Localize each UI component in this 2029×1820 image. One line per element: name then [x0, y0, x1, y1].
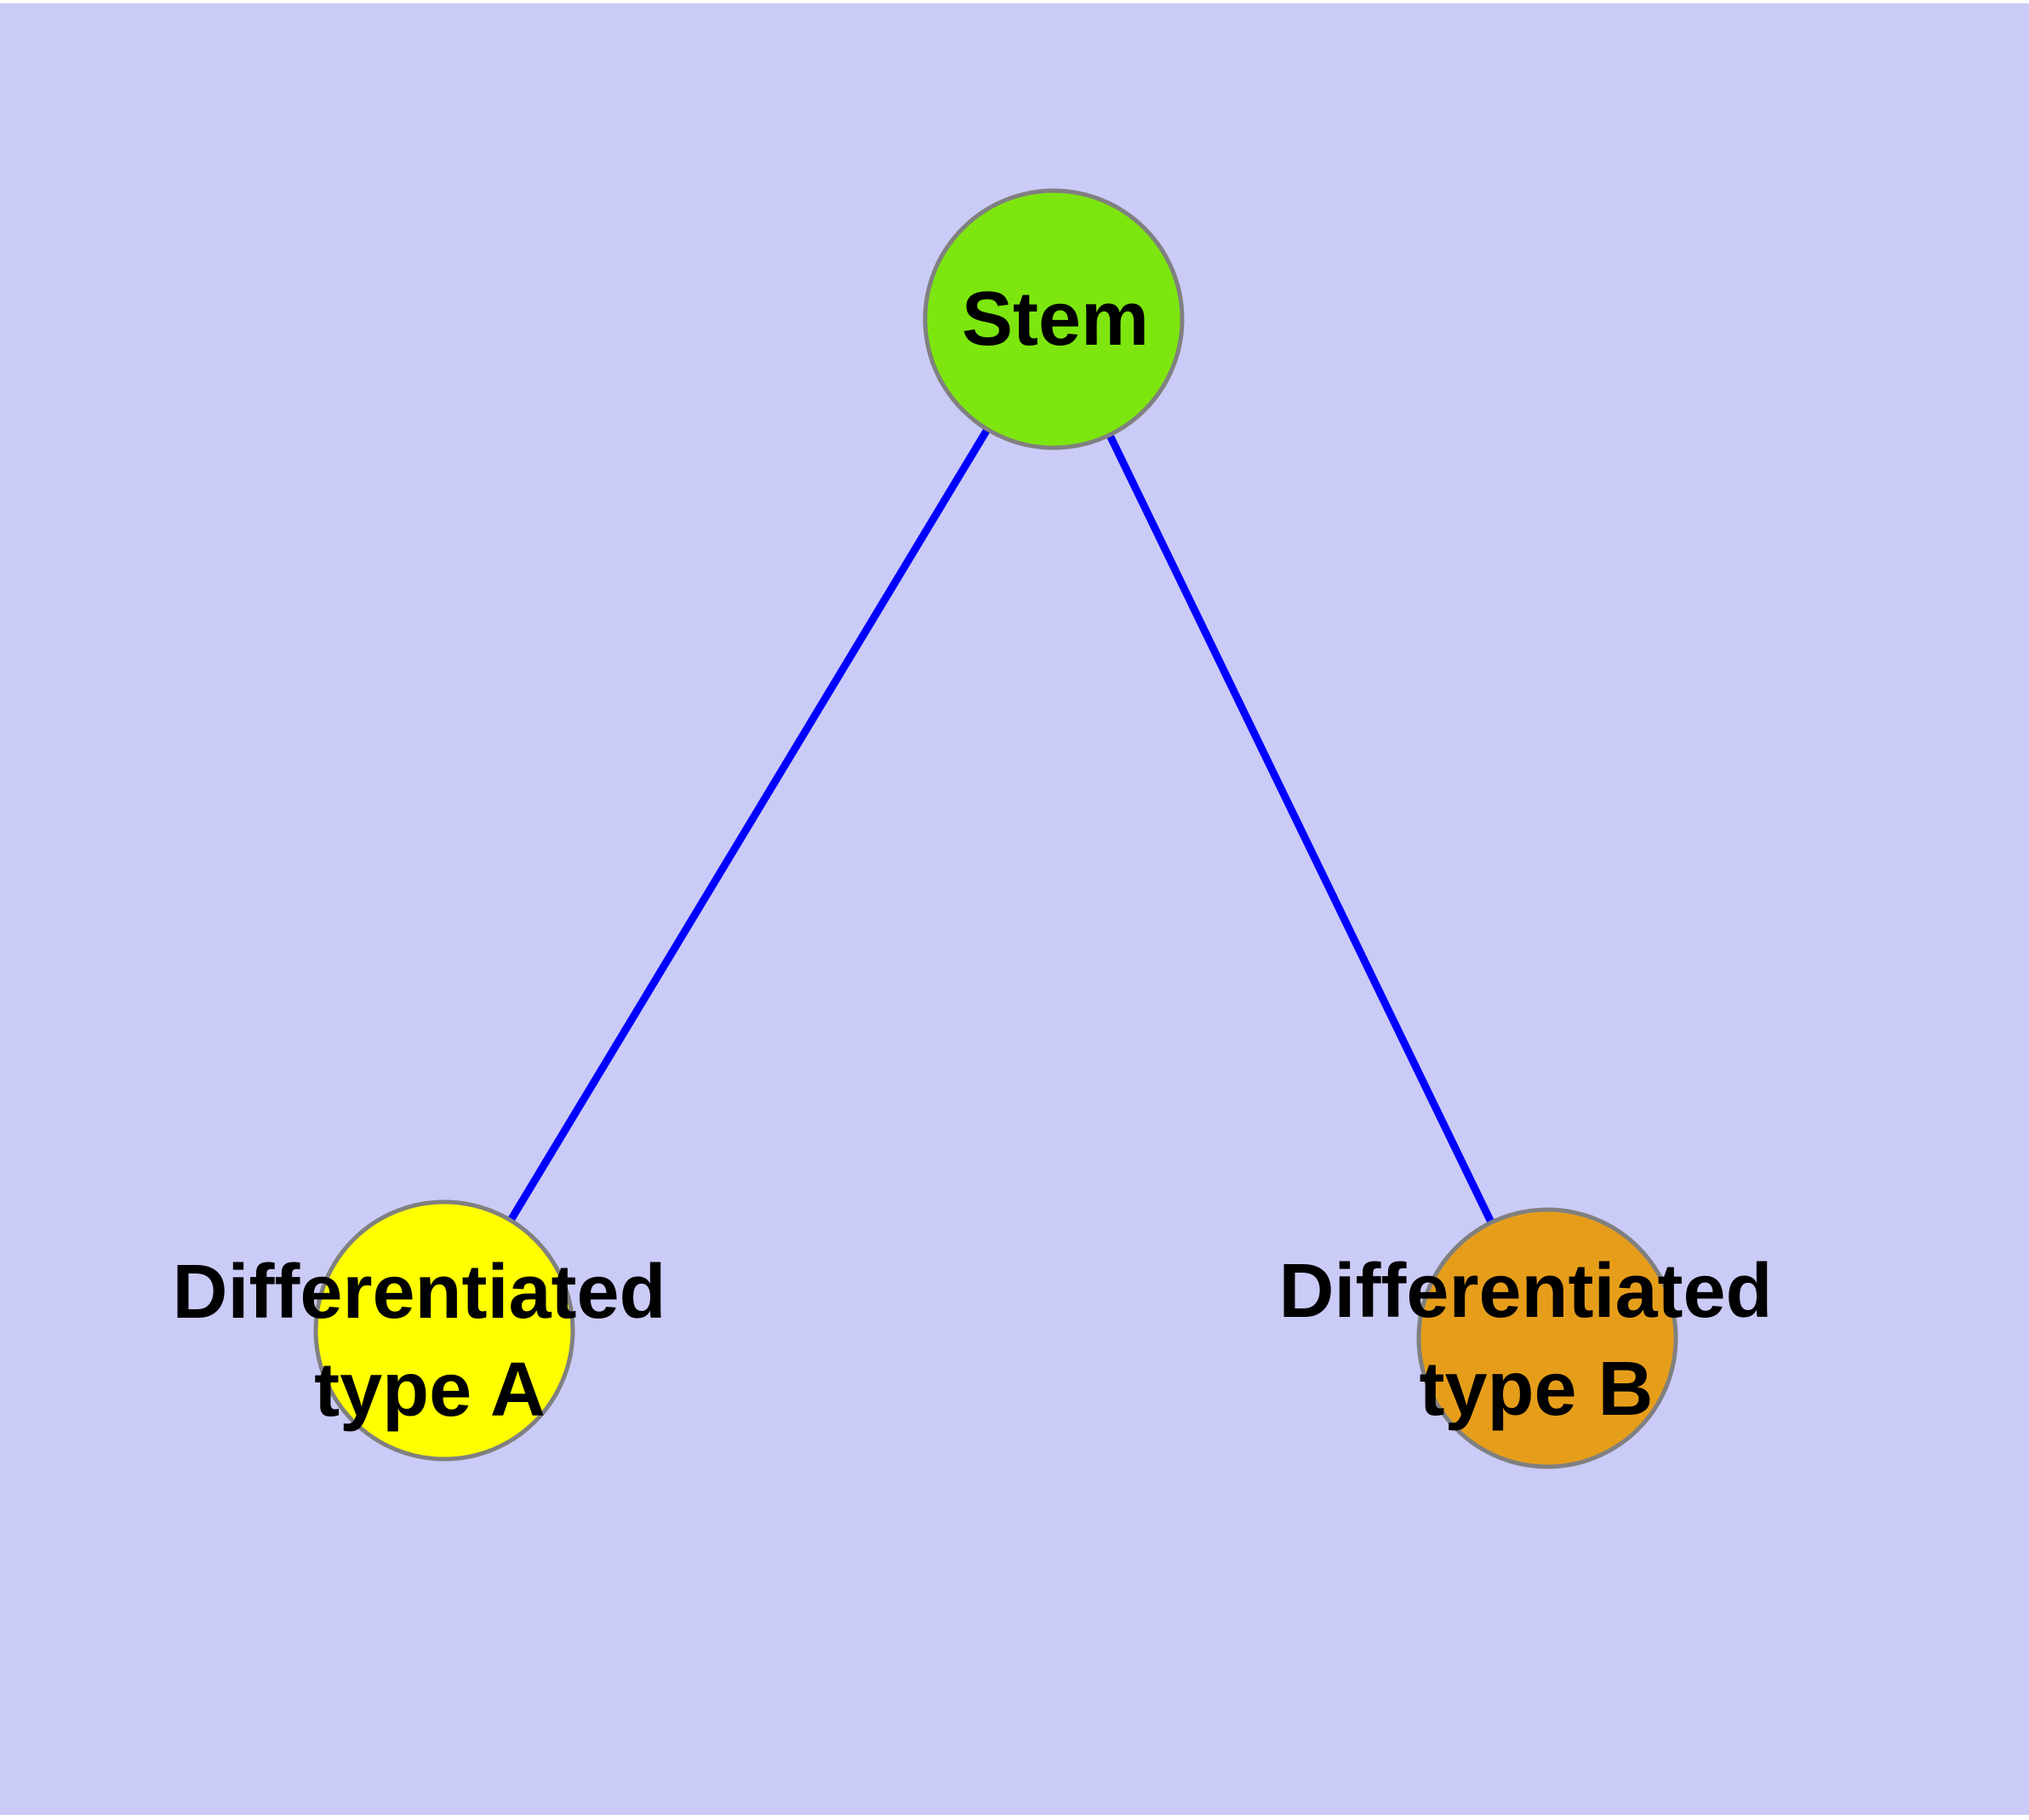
- stem-node: [923, 188, 1185, 450]
- stem-node-label: Stem: [962, 277, 1149, 362]
- edge-stem-to-type-b: [1049, 318, 1552, 1340]
- type-a-label-line1: Differentiated: [172, 1250, 666, 1335]
- type-b-label-line2: type B: [1419, 1347, 1653, 1432]
- type-b-node-label: Differentiated type B: [1278, 1249, 1793, 1432]
- type-b-node: [1416, 1207, 1678, 1469]
- type-a-label-line2: type A: [314, 1348, 546, 1433]
- type-a-node-label: Differentiated type A: [172, 1250, 687, 1433]
- type-b-label-line1: Differentiated: [1278, 1249, 1772, 1334]
- edge-stem-to-type-a: [441, 317, 1057, 1333]
- type-a-node: [313, 1199, 575, 1462]
